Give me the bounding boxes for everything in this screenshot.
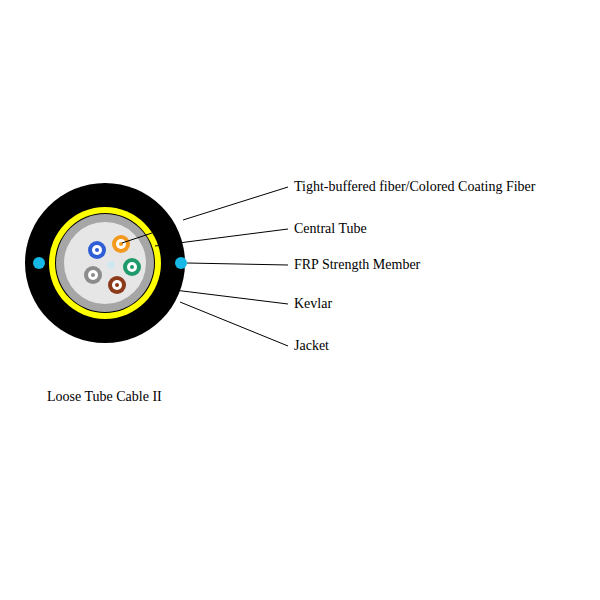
leader-lines [122, 187, 288, 346]
jacket [25, 183, 185, 343]
frp-strength-member [33, 257, 45, 269]
part-label: Jacket [294, 337, 329, 355]
fibers [84, 235, 141, 294]
part-label: Kevlar [294, 295, 332, 313]
kevlar-ring [49, 207, 161, 319]
tube-interior [64, 222, 146, 304]
part-label: Central Tube [294, 220, 367, 238]
kevlar-gap [55, 213, 155, 313]
part-label: Tight-buffered fiber/Colored Coating Fib… [294, 178, 535, 196]
part-label: FRP Strength Member [294, 256, 420, 274]
caption: Loose Tube Cable II [47, 388, 162, 406]
central-tube [56, 214, 154, 312]
frp-strength-member [175, 257, 187, 269]
